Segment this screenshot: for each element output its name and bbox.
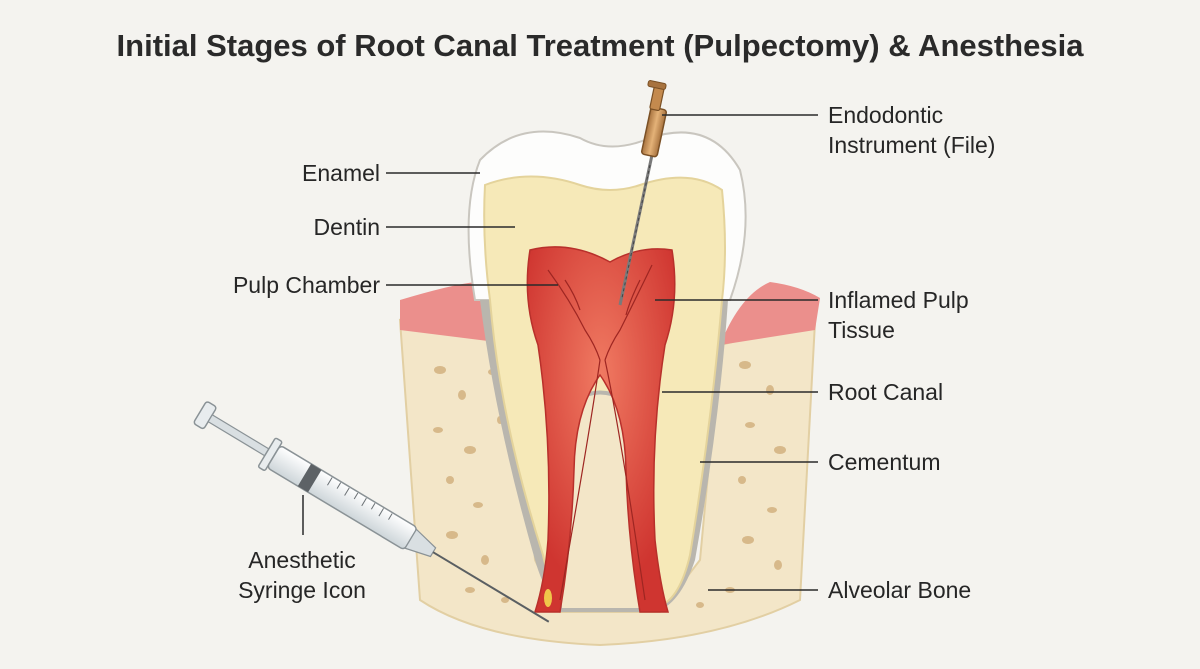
label-inflamed-line2: Tissue [828,317,895,343]
label-alveolar-bone: Alveolar Bone [828,577,972,603]
label-inflamed-line1: Inflamed Pulp [828,287,969,313]
label-syringe-line1: Anesthetic [248,547,356,573]
label-root-canal: Root Canal [828,379,944,405]
label-syringe-line2: Syringe Icon [238,577,366,603]
label-pulp-chamber: Pulp Chamber [232,272,380,298]
anesthetic-drop [544,589,552,607]
pulp-chamber [526,246,676,613]
label-inflamed-pulp: Inflamed Pulp Tissue [828,285,969,345]
pulp-nerve-lines [547,264,653,601]
gum-right [720,282,820,345]
label-dentin: Dentin [313,214,380,240]
anesthetic-syringe [193,401,550,623]
label-enamel: Enamel [302,160,380,186]
label-file-line2: Instrument (File) [828,132,996,158]
label-endodontic-file: Endodontic Instrument (File) [828,100,995,160]
label-file-line1: Endodontic [828,102,944,128]
diagram-title: Initial Stages of Root Canal Treatment (… [116,28,1084,63]
endodontic-file [618,80,668,306]
label-syringe: Anesthetic Syringe Icon [222,545,382,605]
label-cementum: Cementum [828,449,941,475]
leader-lines [302,114,818,591]
